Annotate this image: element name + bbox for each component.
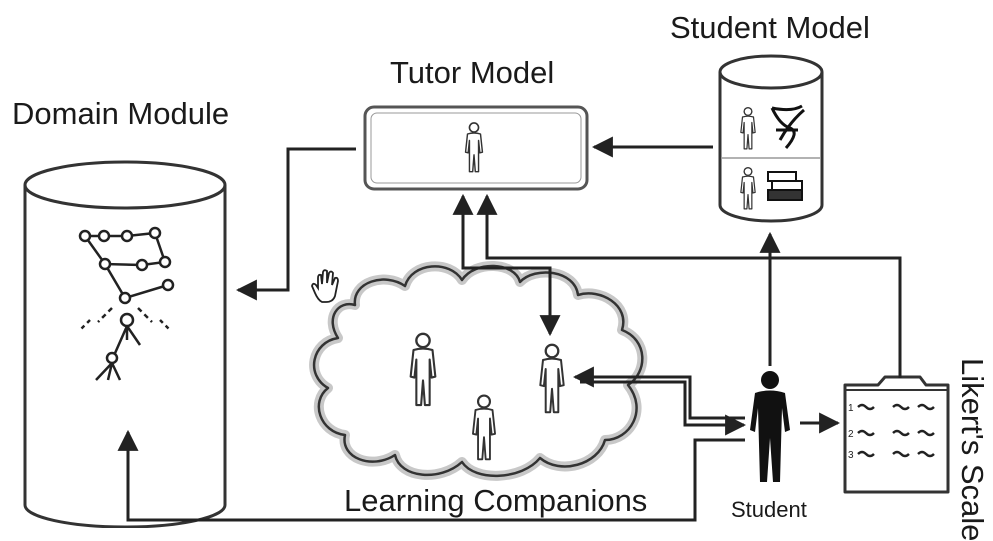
student-person-icon bbox=[750, 371, 790, 482]
likert-row-1: 1 bbox=[848, 403, 854, 414]
connector-arrows bbox=[117, 136, 902, 522]
person-tree-icon bbox=[79, 307, 171, 381]
knowledge-graph-icon bbox=[78, 226, 175, 305]
student-label: Student bbox=[731, 497, 807, 522]
likert-row-2: 2 bbox=[848, 429, 854, 440]
likert-row-3: 3 bbox=[848, 450, 854, 461]
hand-cursor-icon bbox=[311, 269, 339, 303]
likert-scale-label: Likert's Scale bbox=[955, 358, 990, 541]
likert-scale-marks bbox=[857, 403, 935, 458]
domain-module-cylinder bbox=[23, 160, 227, 528]
tutor-model-label: Tutor Model bbox=[390, 55, 555, 90]
learning-companions-label: Learning Companions bbox=[344, 483, 648, 518]
domain-module-label: Domain Module bbox=[12, 96, 230, 131]
student-model-label: Student Model bbox=[670, 10, 870, 45]
architecture-diagram: 1 2 3 bbox=[23, 54, 950, 528]
books-icon bbox=[767, 171, 803, 201]
dna-icon bbox=[770, 104, 805, 149]
